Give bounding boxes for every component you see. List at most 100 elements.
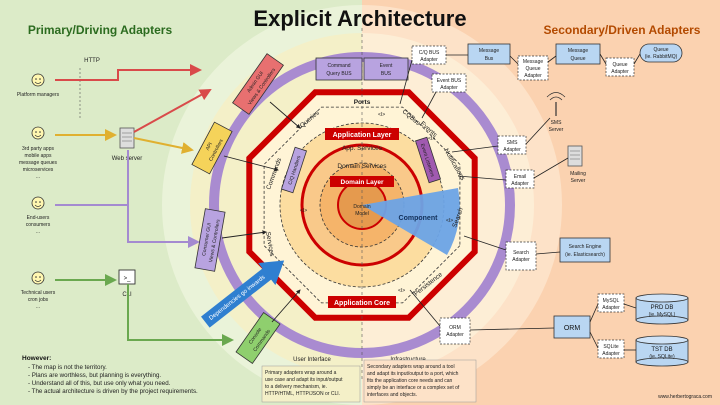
email-adapter [505,169,535,189]
however-title: However: [22,355,51,362]
application-core-label: Application Core [334,300,390,307]
domain-layer-label: Domain Layer [341,179,384,186]
svg-text:cron jobs: cron jobs [28,297,49,303]
link-mqadapter-mq [547,55,557,63]
interface-mark-4: <I> [398,288,405,294]
mailing-server-label: Mailing [570,171,586,177]
svg-text:Queue: Queue [612,62,627,68]
svg-text:Queue: Queue [653,47,668,53]
label-end-users: End-users [27,215,50,221]
svg-text:(ie. MySQL): (ie. MySQL) [649,312,676,318]
secondary-note-1: Secondary adapters wrap around a tool [367,364,455,370]
link-api-core [223,155,279,172]
component-wedge [362,188,460,255]
link-admin-core [269,101,301,129]
svg-text:Adapter: Adapter [524,73,542,79]
interface-mark-1: <I> [378,112,385,118]
arrow-web-consumer [127,150,200,248]
mailing-server-icon [567,145,583,167]
svg-text:interfaces and objects.: interfaces and objects. [367,392,417,398]
component-label: Component [399,215,439,222]
svg-text:consumers: consumers [26,222,51,228]
arrow-web-api [133,137,194,154]
svg-text:HTTP/HTML, HTTP/JSON or CLI.: HTTP/HTML, HTTP/JSON or CLI. [265,391,340,397]
link-sms-server [525,117,551,145]
svg-text:...: ... [36,174,40,180]
svg-text:Email: Email [514,174,527,180]
web-server-icon [119,127,135,149]
svg-text:Adapter: Adapter [503,147,521,153]
svg-text:Command: Command [327,63,350,69]
sms-server-label: SMS [551,120,563,126]
actor-end-users: End-users consumers ... [26,196,51,235]
svg-text:Queue: Queue [525,66,540,72]
link-core-orm [409,289,441,327]
sms-adapter [497,135,527,155]
link-core-search [463,235,507,251]
app-services-label: App. Services [342,145,383,152]
ports-label: Ports [354,99,371,106]
svg-text:Adapter: Adapter [446,332,464,338]
svg-text:fits the application core need: fits the application core needs and can [367,378,453,384]
orm-adapter [439,317,471,345]
svg-text:Model: Model [355,211,369,217]
link-console-core [271,289,301,323]
svg-text:API: API [205,142,214,152]
svg-text:Adapter: Adapter [420,57,438,63]
event-bus-adapter [431,73,467,93]
svg-text:Message: Message [479,48,500,54]
link-consumer-core [221,230,267,239]
svg-text:Bus: Bus [485,56,494,62]
svg-text:Queue: Queue [570,56,585,62]
svg-text:simply be an interface or a co: simply be an interface or a complex set … [367,385,460,391]
link-mysql-prd [623,303,637,309]
arrow-web-admin [133,89,212,133]
svg-text:use case and adapt its input/o: use case and adapt its input/output [265,377,343,383]
user-interface-label: User Interface [293,357,331,363]
svg-text:to a delivery mechanism, ie.: to a delivery mechanism, ie. [265,384,327,390]
however-item-2: - Plans are worthless, but planning is e… [28,372,161,379]
link-core-email [457,175,507,181]
mysql-adapter [597,293,625,313]
svg-text:(ie. Elasticsearch): (ie. Elasticsearch) [565,252,605,258]
application-layer-badge [325,128,399,140]
sqlite-adapter [597,339,625,359]
svg-text:message queues: message queues [19,160,58,166]
however-item-3: - Understand all of this, but use only w… [28,380,171,387]
link-core-sms [451,145,499,153]
svg-text:(ie. SQLite): (ie. SQLite) [649,354,675,360]
svg-text:and adapt its input/output to: and adapt its input/output to a port, wh… [367,371,459,377]
svg-text:MySQL: MySQL [603,298,620,304]
domain-model-label: Domain [353,204,370,210]
link-messagebus-mqadapter [509,55,519,65]
link-orm-mysql [589,303,599,323]
link-mq-queueadapter [599,53,607,65]
svg-text:TST DB: TST DB [651,347,672,353]
cli-icon: >_ [118,269,136,285]
svg-text:Adapter: Adapter [511,181,529,187]
ports-dashed-octagon [263,106,461,304]
primary-note-1: Primary adapters wrap around a [265,370,337,376]
command-query-bus [315,57,363,81]
primary-note-box [261,365,361,403]
application-core-badge [328,296,396,308]
queue-adapter [605,57,635,77]
svg-text:PRD DB: PRD DB [651,305,674,311]
secondary-note-box [363,359,477,403]
application-layer-label: Application Layer [333,132,392,139]
message-queue-adapter [517,55,549,81]
search-engine [559,237,611,263]
interface-mark-2: <I> [428,136,435,142]
message-bus [467,43,511,65]
svg-text:Search: Search [513,250,529,256]
svg-text:...: ... [36,229,40,235]
event-bus [363,57,409,81]
prd-db-cylinder [635,293,689,325]
sms-server-icon [546,92,566,116]
link-search-engine [535,251,561,255]
interface-mark-3: <I> [446,218,453,224]
arrow-cli-console [127,284,234,346]
svg-text:Event BUS: Event BUS [437,78,462,84]
svg-text:>_: >_ [124,276,132,282]
arrow-platform-managers [55,64,202,81]
